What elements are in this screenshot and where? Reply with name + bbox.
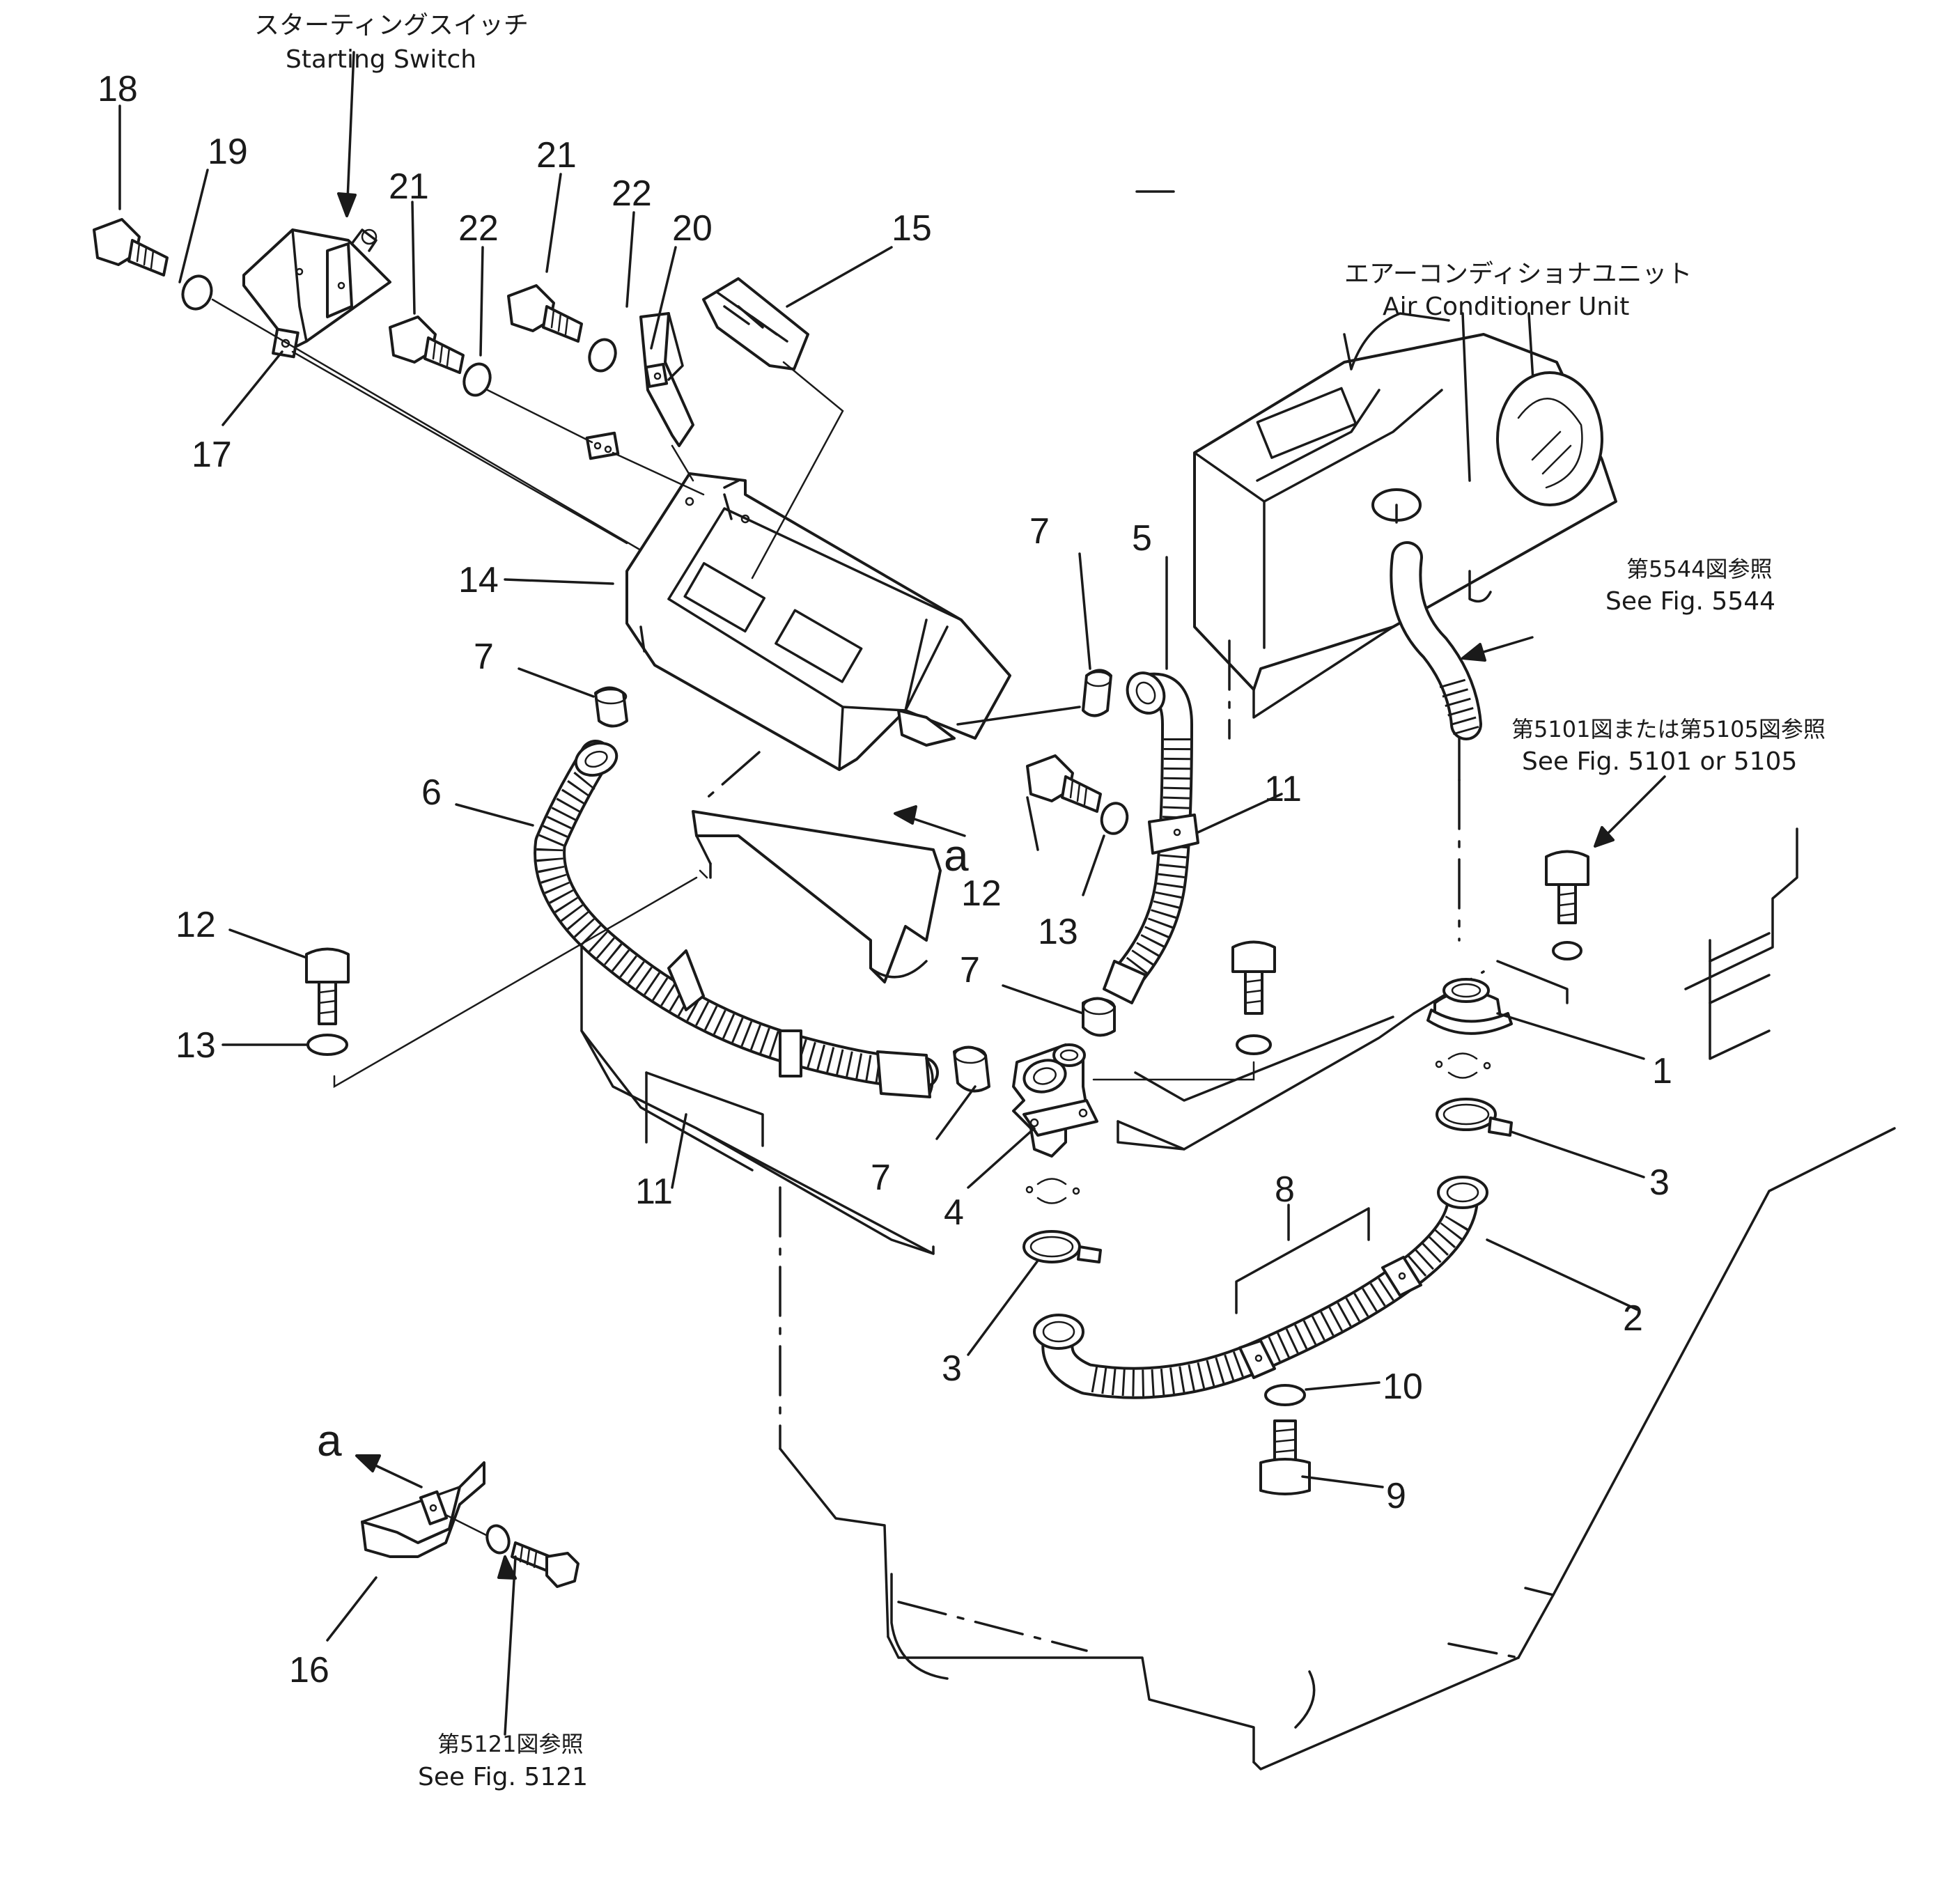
callout-12-middle: 12 (961, 873, 1002, 914)
callout-5: 5 (1132, 518, 1152, 559)
heater-unit-14 (625, 472, 1011, 771)
view-label-a-upper: a (944, 830, 969, 880)
see-fig-5544-en: See Fig. 5544 (1605, 587, 1775, 616)
callout-7-c: 7 (960, 950, 980, 990)
heater-lower-panel (692, 751, 942, 983)
washer-10 (1264, 1384, 1306, 1406)
flange-1 (1426, 978, 1513, 1035)
switch-15 (702, 277, 809, 371)
clamp-7-middle (1082, 997, 1116, 1037)
clamp-7-upper-right (1082, 669, 1112, 717)
washer-22-right (588, 338, 617, 373)
clamp-7-lower-left (953, 1045, 990, 1093)
leader-lines (118, 51, 1666, 1736)
assembly-lines-lower (333, 869, 708, 1089)
callout-15: 15 (892, 208, 932, 249)
callout-22-left: 22 (458, 208, 499, 249)
callout-1: 1 (1652, 1051, 1672, 1091)
callout-numbers: 18 19 21 22 21 22 20 15 17 14 7 6 12 13 … (98, 69, 1672, 1690)
callout-21-right: 21 (536, 135, 577, 176)
air-conditioner-jp: エアーコンディショナユニット (1344, 260, 1692, 288)
callout-21-left: 21 (389, 166, 429, 207)
callout-7-d: 7 (871, 1158, 891, 1198)
starting-switch-en: Starting Switch (286, 45, 476, 74)
callout-17: 17 (192, 435, 232, 475)
bolt-12-left (305, 947, 350, 1025)
callout-3-left: 3 (942, 1348, 962, 1389)
callout-18: 18 (98, 69, 138, 109)
clamp-3-left (1022, 1230, 1102, 1263)
view-label-a-lower: a (317, 1415, 342, 1465)
bolt-flange (1496, 850, 1589, 1004)
callout-8: 8 (1275, 1169, 1295, 1210)
callout-6: 6 (421, 772, 442, 813)
bracket-16 (361, 1461, 580, 1588)
tee-fitting-4 (1012, 1043, 1098, 1158)
bolt-21-right (507, 284, 583, 343)
callout-11-right: 11 (1264, 769, 1302, 809)
starting-switch-17 (242, 228, 391, 359)
hose-6 (534, 740, 939, 1098)
hose-2 (1033, 1176, 1488, 1399)
callout-10: 10 (1383, 1367, 1423, 1407)
callout-16: 16 (289, 1650, 329, 1690)
callout-22-right: 22 (612, 173, 652, 214)
air-conditioner-unit (1193, 312, 1617, 740)
bolt-12-upper (1026, 754, 1102, 813)
see-fig-5121-en: See Fig. 5121 (418, 1763, 588, 1791)
callout-7-a: 7 (474, 637, 494, 677)
ac-drain-hose (1390, 541, 1482, 942)
callout-19: 19 (208, 132, 248, 172)
callout-4: 4 (944, 1192, 964, 1233)
text-annotations: スターティングスイッチ Starting Switch エアーコンディショナユニ… (254, 11, 1826, 1791)
see-fig-5121-jp: 第5121図参照 (437, 1731, 583, 1757)
clamp-7-upper-left (594, 686, 628, 728)
callout-3-right: 3 (1649, 1162, 1670, 1203)
bolt-tee (1092, 940, 1276, 1081)
callout-7-b: 7 (1029, 511, 1050, 552)
hose-5 (1103, 671, 1199, 1004)
callout-13-left: 13 (176, 1025, 216, 1066)
see-fig-5101-en: See Fig. 5101 or 5105 (1522, 747, 1797, 776)
starting-switch-jp: スターティングスイッチ (254, 11, 529, 40)
callout-2: 2 (1623, 1298, 1643, 1339)
callout-13-middle: 13 (1038, 912, 1078, 952)
bracket-20 (585, 312, 694, 460)
see-fig-5544-jp: 第5544図参照 (1626, 556, 1772, 582)
washer-19 (181, 274, 213, 311)
bolt-21-left (389, 316, 465, 374)
washer-13-left (306, 1034, 348, 1056)
bolt-18 (93, 218, 169, 277)
washer-22-left (462, 362, 492, 397)
callout-11-left: 11 (635, 1172, 673, 1212)
bolt-9 (1259, 1419, 1311, 1495)
gasket-below-tee (1025, 1178, 1080, 1204)
callout-9: 9 (1386, 1476, 1406, 1516)
clamp-3-right (1436, 1098, 1513, 1137)
callout-14: 14 (458, 560, 499, 600)
callout-20: 20 (672, 208, 713, 249)
see-fig-5101-jp: 第5101図または第5105図参照 (1511, 716, 1826, 742)
callout-12-left: 12 (176, 905, 216, 945)
bracket-8-lead (1235, 1207, 1370, 1314)
air-conditioner-en: Air Conditioner Unit (1383, 293, 1629, 321)
washer-13-upper (1100, 802, 1129, 835)
assembly-lines-upper (211, 298, 844, 579)
gasket-below-flange (1435, 1052, 1491, 1079)
